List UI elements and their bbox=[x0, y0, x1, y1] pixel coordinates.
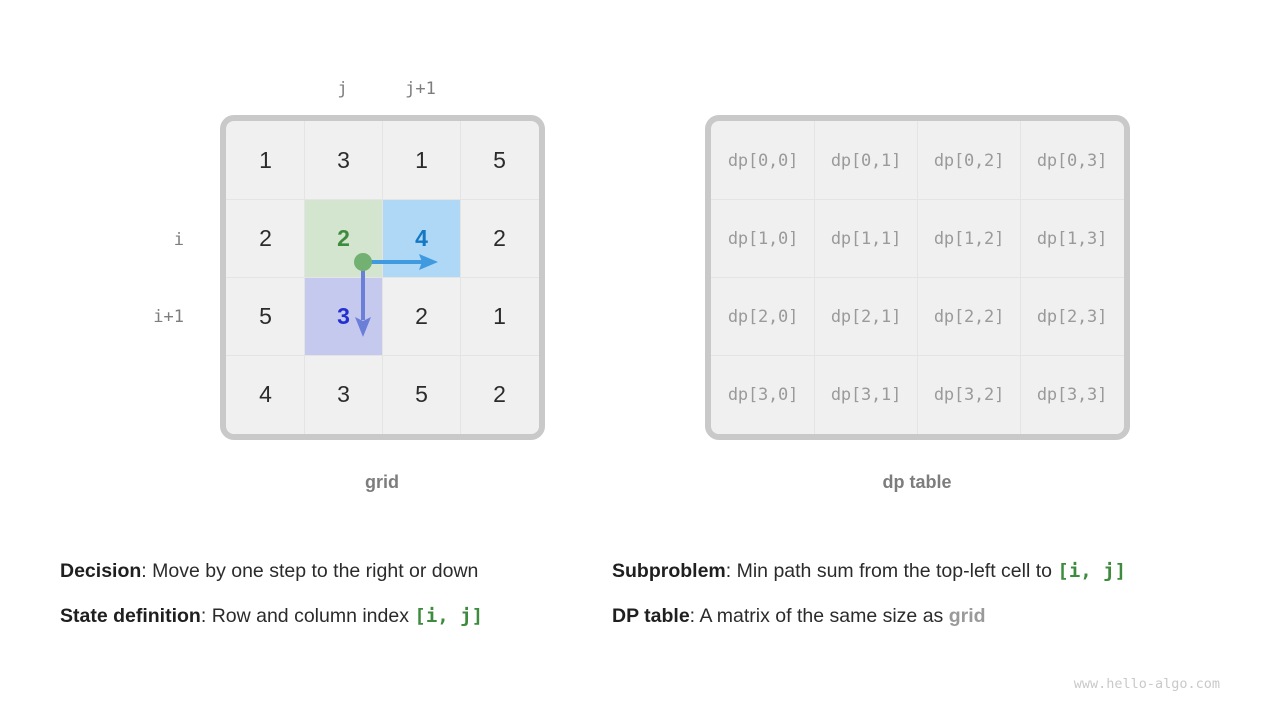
note-dp-table-text: A matrix of the same size as bbox=[699, 605, 949, 627]
grid-matrix: 1 3 1 5 2 2 4 2 5 3 2 1 4 3 5 2 bbox=[220, 115, 545, 440]
note-state-definition: State definition: Row and column index [… bbox=[60, 605, 484, 627]
dp-cell-0-1: dp[0,1] bbox=[814, 121, 918, 200]
grid-cell-3-0: 4 bbox=[226, 355, 305, 434]
grid-cell-1-0: 2 bbox=[226, 199, 305, 278]
grid-cell-0-1: 3 bbox=[304, 121, 383, 200]
grid-cell-1-2-right-target: 4 bbox=[382, 199, 461, 278]
note-subproblem-label: Subproblem bbox=[612, 560, 726, 582]
note-subproblem-code: [i, j] bbox=[1057, 560, 1127, 582]
column-index-label-j: j bbox=[337, 79, 348, 99]
table-row: dp[0,0] dp[0,1] dp[0,2] dp[0,3] bbox=[711, 121, 1124, 200]
note-subproblem-separator: : bbox=[725, 560, 737, 582]
note-dp-table-label: DP table bbox=[612, 605, 690, 627]
note-decision: Decision: Move by one step to the right … bbox=[60, 560, 479, 582]
dp-cell-2-2: dp[2,2] bbox=[917, 277, 1021, 356]
table-row: 5 3 2 1 bbox=[226, 277, 539, 356]
table-row: 4 3 5 2 bbox=[226, 355, 539, 434]
grid-cell-2-2: 2 bbox=[382, 277, 461, 356]
note-subproblem-text: Min path sum from the top-left cell to bbox=[736, 560, 1058, 582]
grid-cell-3-1: 3 bbox=[304, 355, 383, 434]
grid-cell-0-2: 1 bbox=[382, 121, 461, 200]
dp-cell-3-0: dp[3,0] bbox=[711, 355, 815, 434]
dp-cell-2-0: dp[2,0] bbox=[711, 277, 815, 356]
dp-cell-0-2: dp[0,2] bbox=[917, 121, 1021, 200]
table-row: 2 2 4 2 bbox=[226, 199, 539, 278]
dp-cell-1-1: dp[1,1] bbox=[814, 199, 918, 278]
row-index-label-i-plus-1: i+1 bbox=[153, 307, 184, 327]
grid-cell-3-2: 5 bbox=[382, 355, 461, 434]
note-dp-table-code: grid bbox=[948, 605, 986, 627]
grid-cell-2-1-down-target: 3 bbox=[304, 277, 383, 356]
note-state-label: State definition bbox=[60, 605, 201, 627]
note-decision-separator: : bbox=[141, 560, 153, 582]
dp-cell-2-1: dp[2,1] bbox=[814, 277, 918, 356]
table-row: 1 3 1 5 bbox=[226, 121, 539, 200]
dp-cell-1-3: dp[1,3] bbox=[1020, 199, 1124, 278]
dp-cell-2-3: dp[2,3] bbox=[1020, 277, 1124, 356]
grid-cell-1-3: 2 bbox=[460, 199, 539, 278]
grid-cell-1-1-current: 2 bbox=[304, 199, 383, 278]
dp-table-caption: dp table bbox=[882, 472, 952, 492]
table-row: dp[1,0] dp[1,1] dp[1,2] dp[1,3] bbox=[711, 199, 1124, 278]
dp-cell-3-1: dp[3,1] bbox=[814, 355, 918, 434]
dp-cell-1-2: dp[1,2] bbox=[917, 199, 1021, 278]
dp-cell-3-3: dp[3,3] bbox=[1020, 355, 1124, 434]
dp-table-matrix: dp[0,0] dp[0,1] dp[0,2] dp[0,3] dp[1,0] … bbox=[705, 115, 1130, 440]
watermark: www.hello-algo.com bbox=[1073, 676, 1220, 692]
table-row: dp[3,0] dp[3,1] dp[3,2] dp[3,3] bbox=[711, 355, 1124, 434]
note-decision-text: Move by one step to the right or down bbox=[152, 560, 479, 582]
dp-table: dp[0,0] dp[0,1] dp[0,2] dp[0,3] dp[1,0] … bbox=[711, 121, 1124, 434]
note-state-separator: : bbox=[200, 605, 212, 627]
column-index-label-j-plus-1: j+1 bbox=[405, 79, 436, 99]
grid-cell-0-3: 5 bbox=[460, 121, 539, 200]
dp-cell-3-2: dp[3,2] bbox=[917, 355, 1021, 434]
note-state-code: [i, j] bbox=[414, 605, 484, 627]
dp-cell-1-0: dp[1,0] bbox=[711, 199, 815, 278]
note-dp-table: DP table: A matrix of the same size as g… bbox=[612, 605, 986, 627]
grid-cell-3-3: 2 bbox=[460, 355, 539, 434]
grid-caption: grid bbox=[365, 472, 399, 492]
grid-cell-2-0: 5 bbox=[226, 277, 305, 356]
note-decision-label: Decision bbox=[60, 560, 142, 582]
table-row: dp[2,0] dp[2,1] dp[2,2] dp[2,3] bbox=[711, 277, 1124, 356]
dp-cell-0-3: dp[0,3] bbox=[1020, 121, 1124, 200]
grid-cell-0-0: 1 bbox=[226, 121, 305, 200]
row-index-label-i: i bbox=[173, 230, 184, 250]
grid-table: 1 3 1 5 2 2 4 2 5 3 2 1 4 3 5 2 bbox=[226, 121, 539, 434]
grid-cell-2-3: 1 bbox=[460, 277, 539, 356]
note-dp-table-separator: : bbox=[689, 605, 700, 627]
note-subproblem: Subproblem: Min path sum from the top-le… bbox=[612, 560, 1127, 582]
dp-cell-0-0: dp[0,0] bbox=[711, 121, 815, 200]
note-state-text: Row and column index bbox=[211, 605, 415, 627]
